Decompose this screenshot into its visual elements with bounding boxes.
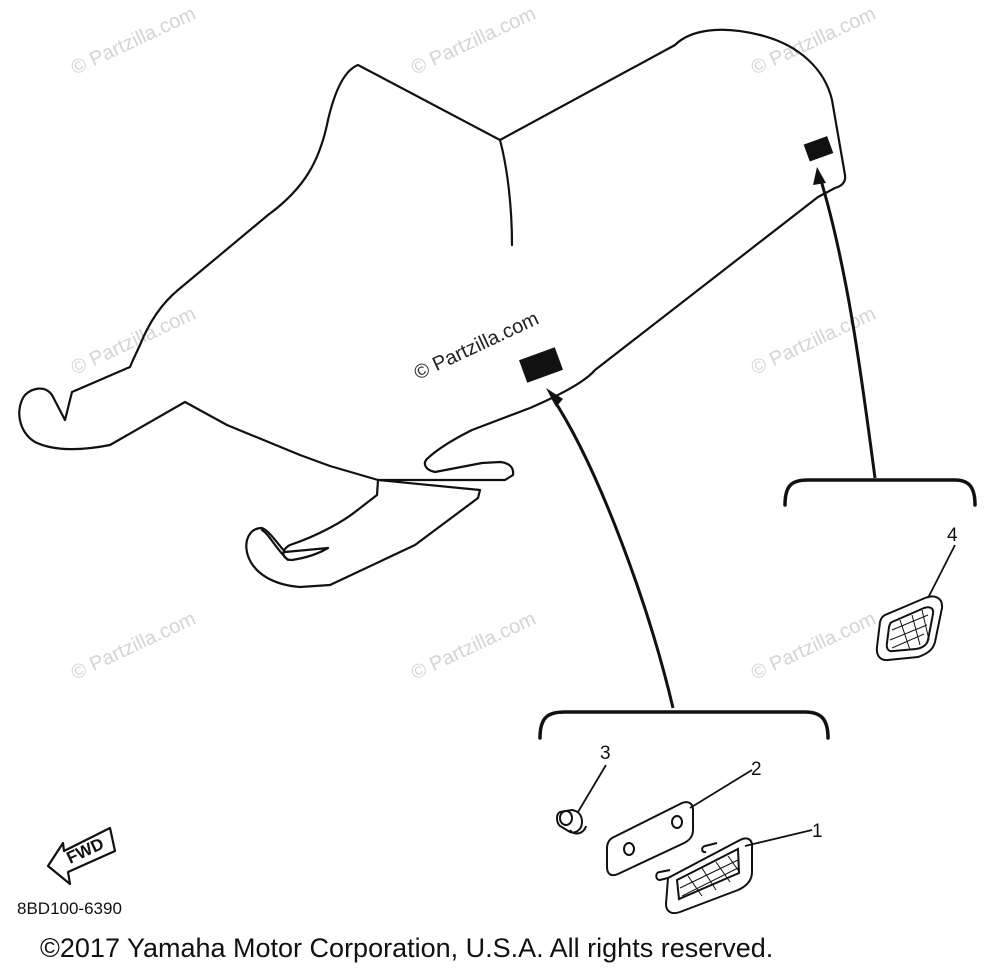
callout-leader-4 <box>927 544 956 599</box>
plate-part <box>606 801 694 877</box>
hood-outline <box>18 63 502 482</box>
snowmobile-outline <box>18 28 847 589</box>
plate-hole-right <box>671 815 683 829</box>
leader-lines <box>550 176 877 709</box>
side-reflector-hatch <box>889 609 930 651</box>
reflector-pin-left <box>655 869 671 882</box>
body-outline <box>245 28 847 589</box>
brackets <box>538 478 977 740</box>
reflector-mark-rear <box>803 136 834 162</box>
drawing-code: 8BD100-6390 <box>17 899 122 918</box>
nut-face <box>559 810 573 826</box>
copyright-notice: ©2017 Yamaha Motor Corporation, U.S.A. A… <box>40 933 773 963</box>
watermark-text: © Partzilla.com <box>748 3 879 80</box>
callout-leader-3 <box>577 764 607 813</box>
plate-body <box>606 801 694 877</box>
reflector-lens <box>675 847 741 901</box>
reflector-part <box>655 837 754 915</box>
callout-leader-2 <box>689 769 753 809</box>
callout-number-2: 2 <box>751 759 762 780</box>
rear-ski <box>260 528 290 562</box>
reflector-mark-front <box>519 347 563 383</box>
bracket-rear <box>783 478 977 507</box>
arrow-head-rear <box>813 167 826 185</box>
watermark-text: © Partzilla.com <box>68 608 199 685</box>
watermark-text: © Partzilla.com <box>748 608 879 685</box>
arrow-head-front <box>546 388 563 407</box>
leader-front <box>550 396 675 709</box>
watermark-text: © Partzilla.com <box>68 303 199 380</box>
fwd-arrow-shape <box>46 826 117 886</box>
nut-body <box>556 808 584 834</box>
reflector-body <box>664 837 754 915</box>
callout-number-1: 1 <box>812 821 823 842</box>
center-watermark: © Partzilla.com <box>411 308 542 385</box>
callout-leaders <box>577 544 956 847</box>
nut-flange <box>569 825 587 835</box>
side-panel-line <box>498 138 514 247</box>
bracket-front <box>538 710 830 740</box>
side-reflector-inner <box>885 606 935 653</box>
nut-part <box>556 808 587 835</box>
callout-number-4: 4 <box>947 525 958 546</box>
watermark-text: © Partzilla.com <box>68 3 199 80</box>
leader-rear <box>818 176 877 479</box>
side-reflector-part <box>875 595 944 662</box>
callout-number-3: 3 <box>600 743 611 764</box>
fwd-arrow-icon: FWD <box>46 826 117 886</box>
reflector-hatch <box>679 855 739 897</box>
reflector-pin-right <box>701 842 718 854</box>
plate-hole-left <box>623 842 635 856</box>
watermark-text: © Partzilla.com <box>408 3 539 80</box>
watermark-text: © Partzilla.com <box>408 608 539 685</box>
callout-leader-1 <box>744 829 813 847</box>
side-reflector-outer <box>875 595 944 662</box>
